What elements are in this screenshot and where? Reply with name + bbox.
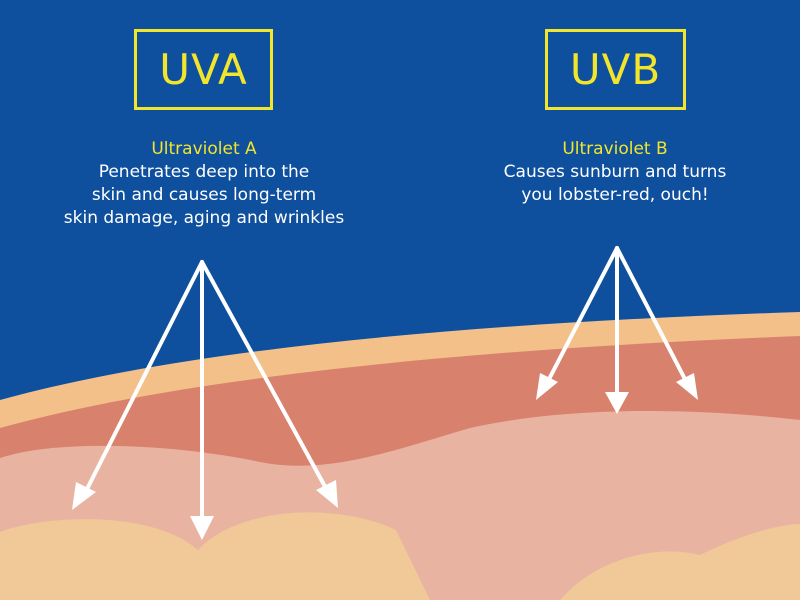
uva-arrowhead-center — [190, 516, 214, 540]
uva-label: UVA — [159, 45, 248, 94]
uvb-label-box: UVB — [545, 29, 686, 110]
uvb-arrow-right — [615, 246, 690, 387]
uvb-description-line: you lobster-red, ouch! — [521, 185, 709, 205]
uva-caption: Ultraviolet A Penetrates deep into the s… — [40, 138, 368, 230]
uva-description-line: skin damage, aging and wrinkles — [63, 208, 345, 228]
uva-label-box: UVA — [134, 29, 273, 110]
uva-arrow-left — [82, 260, 204, 497]
uvb-subtitle: Ultraviolet B — [562, 139, 668, 159]
subcutaneous-layer-right — [560, 524, 800, 600]
uvb-description-line: Causes sunburn and turns — [503, 162, 727, 182]
uva-arrowhead-right — [316, 480, 338, 508]
uva-description-line: Penetrates deep into the — [98, 162, 310, 182]
uvb-label: UVB — [569, 45, 662, 94]
uva-subtitle: Ultraviolet A — [151, 139, 257, 159]
uva-arrow-right — [200, 260, 330, 494]
uvb-caption: Ultraviolet B Causes sunburn and turns y… — [480, 138, 750, 207]
uva-arrows — [72, 260, 338, 540]
uvb-arrow-left — [544, 246, 619, 387]
uva-arrowhead-left — [72, 482, 96, 510]
subcutaneous-layer — [0, 512, 430, 600]
uvb-arrowhead-left — [536, 373, 558, 400]
uva-description-line: skin and causes long-term — [91, 185, 317, 205]
uvb-arrows — [536, 246, 698, 414]
uvb-arrowhead-center — [605, 392, 629, 414]
uvb-arrowhead-right — [676, 373, 698, 400]
